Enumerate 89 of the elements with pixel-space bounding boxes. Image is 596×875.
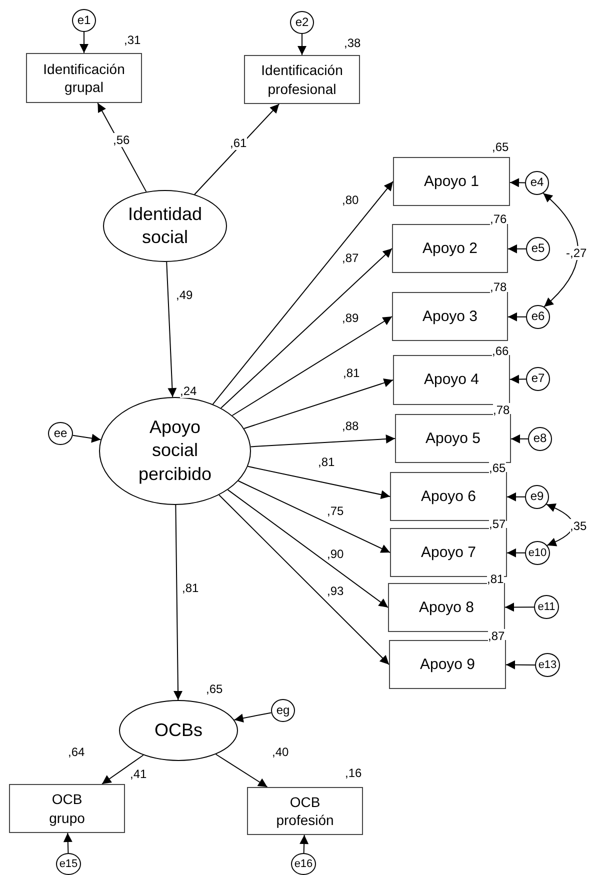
error-term-circle: e13 (535, 653, 560, 677)
error-term-circle: e11 (534, 595, 559, 619)
error-term-circle: e8 (528, 427, 552, 451)
arrow (220, 248, 392, 409)
r-squared-value: ,65 (206, 682, 223, 696)
arrow (194, 104, 280, 195)
path-coefficient-label: ,87 (342, 251, 359, 265)
arrow (72, 434, 102, 443)
r-squared-value: ,65 (489, 461, 506, 475)
r-squared-value: ,41 (130, 767, 147, 781)
arrow (102, 754, 144, 784)
error-term-circle: e6 (526, 305, 550, 329)
r-squared-value: ,38 (344, 36, 361, 50)
path-coefficient-label: ,88 (342, 419, 359, 433)
arrow (232, 316, 392, 416)
covariance-arrow (542, 192, 578, 308)
path-coefficient-label: ,64 (68, 745, 85, 759)
error-term-circle: e1 (72, 9, 96, 32)
error-term-circle: e2 (290, 11, 314, 34)
path-coefficient-label: ,81 (182, 581, 199, 595)
observed-variable-box: Apoyo 9 (389, 640, 506, 689)
error-term-circle: ee (48, 422, 73, 445)
arrow (234, 712, 272, 723)
error-term-circle: e7 (526, 367, 550, 391)
path-coefficient-label: ,56 (113, 133, 130, 147)
r-squared-value: ,78 (490, 280, 507, 294)
error-term-circle: e10 (525, 541, 550, 565)
observed-variable-box: OCB grupo (9, 784, 125, 833)
arrow (510, 178, 526, 188)
r-squared-value: ,16 (345, 766, 362, 780)
path-coefficient-label: -,27 (566, 246, 587, 260)
path-coefficient-label: ,81 (318, 455, 335, 469)
arrow (215, 754, 268, 788)
arrow (506, 548, 526, 558)
arrow (300, 834, 309, 854)
path-coefficient-label: ,35 (570, 519, 587, 533)
path-coefficient-label: ,80 (342, 193, 359, 207)
observed-variable-box: Apoyo 1 (393, 157, 510, 206)
arrow (508, 312, 526, 322)
arrow (506, 492, 526, 502)
r-squared-value: ,87 (488, 629, 505, 643)
path-coefficient-label: ,81 (343, 366, 360, 380)
arrow (174, 504, 182, 700)
arrow (212, 181, 394, 405)
path-coefficient-label: ,89 (342, 311, 359, 325)
path-coefficient-label: ,90 (327, 547, 344, 561)
r-squared-value: ,76 (490, 212, 507, 226)
arrow (63, 832, 72, 854)
error-term-circle: e9 (525, 485, 549, 509)
arrow (508, 244, 526, 254)
r-squared-value: ,31 (124, 33, 141, 47)
r-squared-value: ,24 (180, 384, 197, 398)
arrow (238, 480, 390, 553)
arrow (80, 32, 88, 54)
r-squared-value: ,57 (489, 517, 506, 531)
r-squared-value: ,81 (487, 572, 504, 586)
arrow (506, 660, 536, 670)
observed-variable-box: Apoyo 3 (392, 292, 508, 341)
observed-variable-box: Identificación profesional (244, 55, 360, 104)
path-coefficient-label: ,49 (176, 288, 193, 302)
arrow (244, 378, 394, 429)
latent-variable-ellipse: OCBs (119, 700, 238, 761)
arrow (97, 102, 147, 192)
latent-variable-ellipse: Identidad social (103, 190, 227, 262)
observed-variable-box: Identificación grupal (26, 53, 142, 103)
error-term-circle: e16 (291, 853, 316, 875)
arrow (298, 34, 306, 56)
path-coefficient-label: ,93 (327, 584, 344, 598)
arrow (227, 489, 388, 608)
error-term-circle: eg (271, 699, 295, 722)
arrow (218, 494, 390, 665)
covariance-arrow (546, 504, 574, 546)
observed-variable-box: OCB profesión (247, 787, 363, 835)
arrow (504, 602, 534, 612)
path-coefficient-label: ,40 (272, 745, 289, 759)
error-term-circle: e4 (525, 171, 549, 195)
r-squared-value: ,78 (493, 403, 510, 417)
arrow (510, 374, 526, 384)
r-squared-value: ,65 (492, 140, 509, 154)
arrow (166, 262, 177, 398)
path-coefficient-label: ,61 (230, 136, 247, 150)
r-squared-value: ,66 (492, 344, 509, 358)
error-term-circle: e15 (56, 853, 81, 875)
arrow (247, 466, 390, 500)
path-coefficient-label: ,75 (327, 504, 344, 518)
arrow (250, 434, 396, 448)
arrow (510, 434, 528, 444)
error-term-circle: e5 (526, 237, 550, 261)
observed-variable-box: Apoyo 2 (392, 224, 508, 273)
